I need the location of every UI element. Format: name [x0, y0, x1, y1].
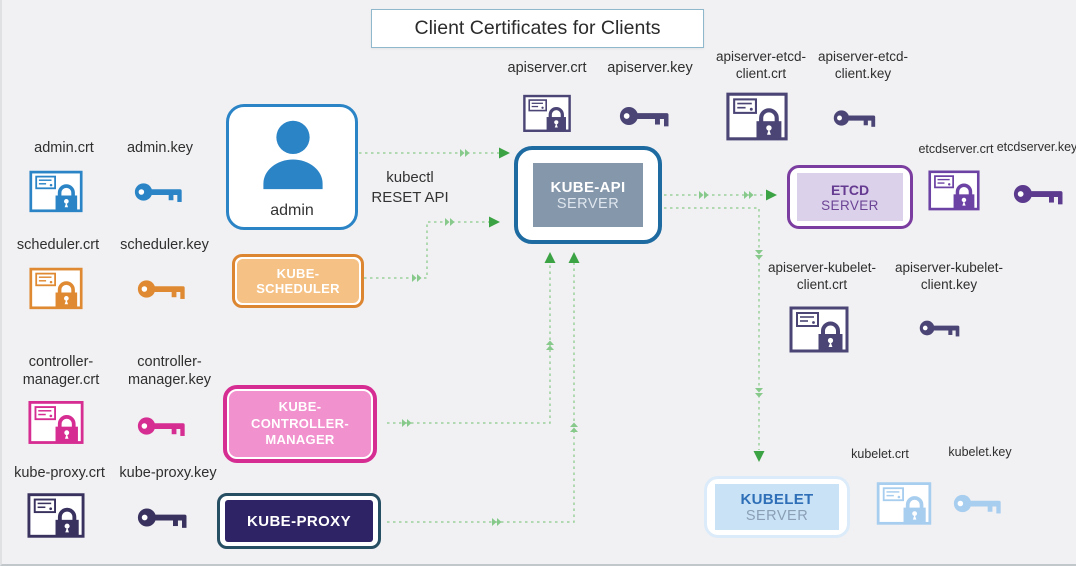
etcd-server-label-line2: SERVER — [821, 197, 879, 213]
kube-proxy-key-label: kube-proxy.key — [119, 465, 217, 481]
diagram-title: Client Certificates for Clients — [371, 9, 704, 48]
apiserver-kubelet-client-certificate-icon — [785, 303, 853, 355]
apiserver-kubelet-client-key-label: apiserver-kubelet- client.key — [894, 260, 1004, 292]
etcdserver-crt-label: etcdserver.crt — [918, 142, 994, 156]
kubelet-server-label-line1: KUBELET — [740, 490, 814, 508]
etcdserver-key-icon — [1013, 181, 1067, 207]
apiserver-key-icon — [619, 103, 673, 129]
admin-node-label: admin — [270, 202, 314, 219]
etcdserver-certificate-icon — [928, 167, 980, 213]
diagram-title-text: Client Certificates for Clients — [414, 17, 661, 39]
admin-user-node: admin — [226, 104, 358, 230]
apiserver-kubelet-client-key-icon — [919, 317, 963, 339]
apiserver-etcd-client-key-label: apiserver-etcd- client.key — [817, 49, 909, 81]
apiserver-kubelet-client-crt-label: apiserver-kubelet- client.crt — [767, 260, 877, 292]
apiserver-key-label: apiserver.key — [607, 60, 693, 76]
kube-scheduler-node: KUBE- SCHEDULER — [232, 254, 364, 308]
kube-controller-manager-label: KUBE- CONTROLLER- MANAGER — [251, 398, 349, 448]
kubelet-server-label-line2: SERVER — [745, 507, 809, 524]
kube-api-server-label-line2: SERVER — [556, 195, 620, 212]
admin-key-icon — [134, 180, 186, 204]
scheduler-key-icon — [137, 277, 189, 301]
kubelet-certificate-icon — [875, 479, 933, 527]
arrow-controller-to-api — [387, 262, 551, 424]
kube-scheduler-label: KUBE- SCHEDULER — [256, 266, 340, 296]
admin-certificate-icon — [29, 167, 83, 215]
kube-api-server-node: KUBE-API SERVER — [514, 146, 662, 244]
etcd-server-node: ETCD SERVER — [787, 165, 913, 229]
etcdserver-key-label: etcdserver.key — [996, 140, 1076, 154]
person-icon — [256, 117, 330, 191]
admin-key-label: admin.key — [126, 140, 194, 156]
apiserver-etcd-client-certificate-icon — [724, 89, 790, 143]
arrow-scheduler-to-api — [364, 221, 489, 279]
arrow-proxy-to-api — [387, 262, 575, 523]
controller-manager-crt-label: controller- manager.crt — [22, 354, 100, 389]
kube-proxy-node: KUBE-PROXY — [217, 493, 381, 549]
scheduler-crt-label: scheduler.crt — [16, 237, 100, 253]
admin-crt-label: admin.crt — [34, 140, 94, 156]
kube-proxy-label: KUBE-PROXY — [246, 512, 351, 530]
kubectl-rest-api-note: kubectl RESET API — [371, 169, 449, 206]
arrow-api-to-kubelet — [664, 207, 760, 450]
controller-manager-key-icon — [137, 414, 189, 438]
kubelet-key-icon — [953, 491, 1005, 516]
kube-proxy-key-icon — [137, 505, 191, 530]
kubelet-server-node: KUBELET SERVER — [704, 476, 850, 538]
apiserver-etcd-client-key-icon — [833, 107, 879, 129]
controller-manager-certificate-icon — [28, 397, 84, 447]
kube-proxy-crt-label: kube-proxy.crt — [14, 465, 105, 481]
controller-manager-key-label: controller- manager.key — [127, 354, 212, 389]
kube-controller-manager-node: KUBE- CONTROLLER- MANAGER — [223, 385, 377, 463]
kube-proxy-certificate-icon — [27, 489, 85, 541]
kubelet-key-label: kubelet.key — [948, 445, 1012, 459]
kube-api-server-label-line1: KUBE-API — [550, 178, 626, 196]
apiserver-etcd-client-crt-label: apiserver-etcd- client.crt — [715, 49, 807, 81]
scheduler-certificate-icon — [29, 264, 83, 312]
etcd-server-label-line1: ETCD — [830, 181, 870, 198]
scheduler-key-label: scheduler.key — [120, 237, 209, 253]
apiserver-crt-label: apiserver.crt — [507, 60, 587, 76]
kubelet-crt-label: kubelet.crt — [851, 447, 909, 461]
apiserver-certificate-icon — [519, 92, 575, 134]
